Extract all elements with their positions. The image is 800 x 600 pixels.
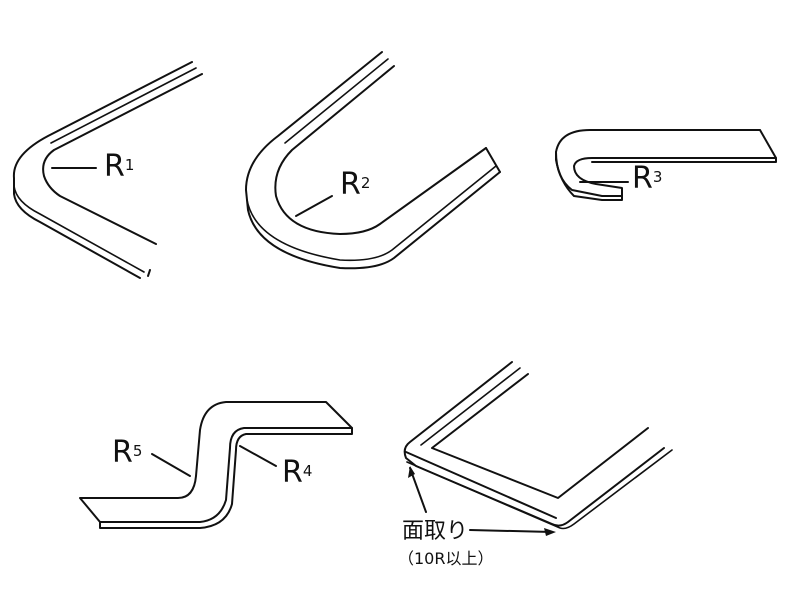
figure-r3-hem — [555, 129, 777, 201]
label-r2: R2 — [340, 167, 371, 202]
label-r1: R1 — [104, 149, 135, 184]
label-chamfer: 面取り — [402, 519, 469, 544]
label-chamfer-note: （10R以上） — [398, 549, 494, 568]
label-r5: R5 — [112, 435, 143, 470]
figure-r2-u-bend — [245, 51, 501, 270]
figure-r1-v-bend — [12, 61, 203, 279]
figure-r4-r5-z-bend — [79, 401, 353, 529]
label-r4: R4 — [282, 455, 313, 490]
figure-chamfer — [403, 361, 673, 536]
label-r3: R3 — [632, 161, 663, 196]
